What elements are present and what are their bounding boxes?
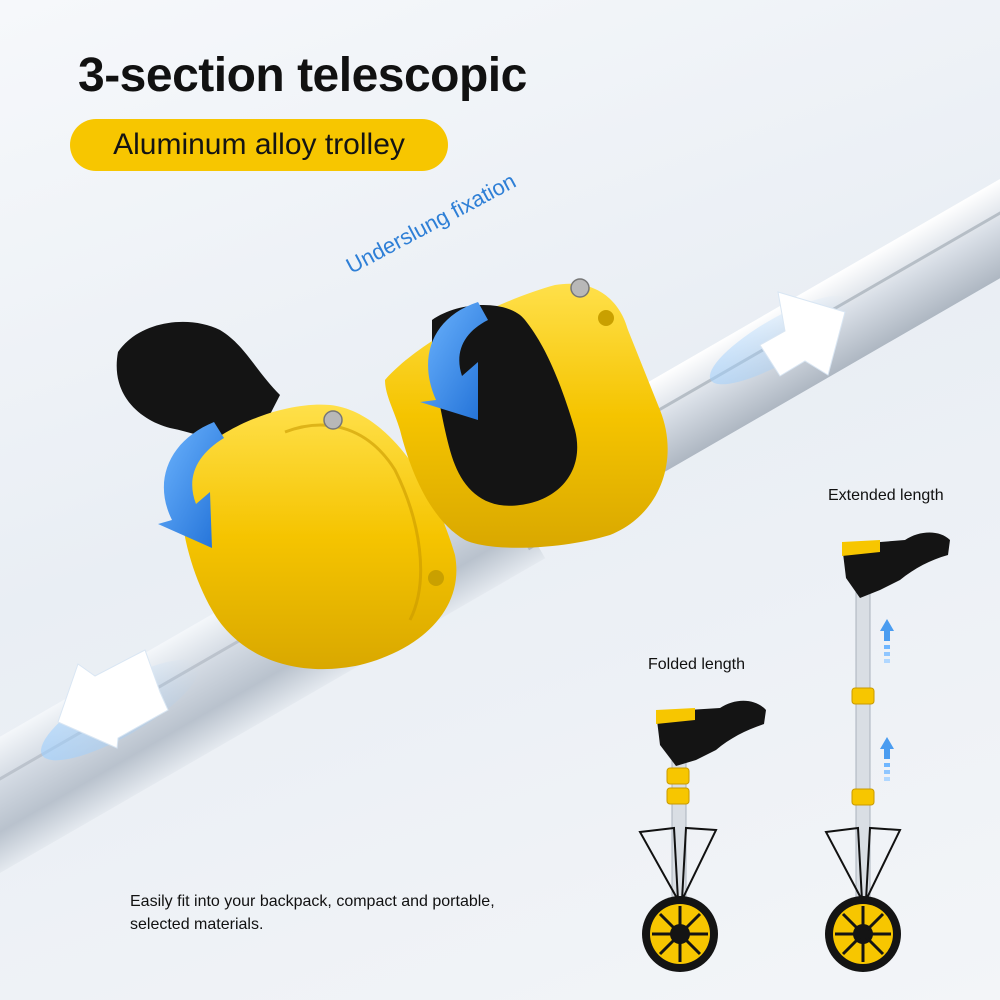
left-clamp bbox=[116, 321, 457, 670]
folded-wheel-product bbox=[638, 700, 766, 972]
extended-wheel-product bbox=[824, 532, 950, 972]
feature-badge-label: Aluminum alloy trolley bbox=[113, 128, 405, 161]
headline: 3-section telescopic bbox=[78, 49, 527, 102]
description-text: Easily fit into your backpack, compact a… bbox=[130, 893, 495, 933]
feature-badge: Aluminum alloy trolley bbox=[70, 119, 448, 171]
up-arrows-icon bbox=[880, 619, 894, 781]
extended-length-label: Extended length bbox=[828, 487, 944, 504]
folded-length-label: Folded length bbox=[648, 656, 745, 673]
rotate-arrow-right-icon bbox=[420, 302, 488, 420]
extend-arrow-right-icon bbox=[709, 291, 851, 385]
rotate-arrow-left-icon bbox=[158, 422, 224, 548]
extend-arrow-left-icon bbox=[40, 649, 200, 761]
